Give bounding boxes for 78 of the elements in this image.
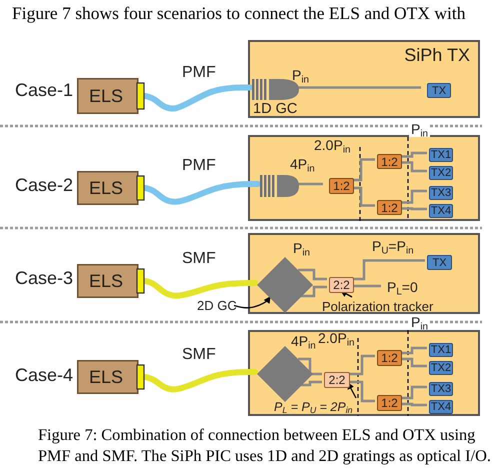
transmitter-box: TX	[427, 83, 451, 98]
waveguide	[400, 207, 427, 210]
waveguide	[298, 268, 327, 280]
power-label: 2.0P$_{in}$	[314, 138, 350, 154]
laser-label: ELS	[89, 86, 124, 106]
optical-fiber	[142, 181, 261, 205]
waveguide	[400, 190, 427, 204]
power-label: 2.0P$_{in}$	[318, 331, 354, 346]
chip-panel	[248, 330, 480, 416]
waveguide	[297, 182, 323, 186]
leader-arrow	[234, 296, 271, 308]
power-label: P$_{in}$	[409, 315, 430, 330]
annotation-text: P$_{L}$=0	[387, 279, 423, 295]
transmitter-box: TX2	[429, 361, 453, 375]
power-label: 4P$_{in}$	[291, 334, 316, 350]
optical-fiber	[142, 369, 258, 392]
waveguide	[400, 161, 427, 172]
case-label: Case-1	[15, 81, 74, 101]
transmitter-box: TX4	[429, 400, 453, 414]
waveguide	[400, 152, 427, 158]
waveguide	[297, 86, 421, 89]
waveguide	[352, 259, 425, 280]
power-label: 4P$_{in}$	[290, 157, 315, 172]
transmitter-box: TX1	[429, 148, 453, 162]
coupler-box: 2:2	[324, 372, 350, 388]
waveguide	[352, 158, 375, 182]
leader-arrow	[347, 382, 357, 398]
laser-source-box	[77, 171, 145, 205]
splitter-box: 1:2	[377, 200, 402, 215]
power-label: P$_{in}$	[409, 122, 430, 138]
grating-coupler	[260, 174, 299, 198]
power-label: P$_{U}$=P$_{in}$	[372, 239, 414, 254]
chip-panel	[248, 135, 480, 221]
chip-title: SiPh TX	[404, 45, 470, 66]
waveguide	[348, 354, 375, 376]
case-label: Case-2	[15, 176, 74, 196]
laser-source-box	[77, 78, 145, 114]
transmitter-box: TX1	[429, 343, 453, 357]
grating-coupler	[252, 78, 299, 101]
waveguide	[348, 380, 375, 402]
transmitter-box: TX3	[429, 186, 453, 200]
waveguide	[400, 402, 427, 406]
laser-source-box	[77, 360, 145, 394]
splitter-box: 1:2	[377, 395, 402, 411]
case-label: Case-3	[15, 269, 74, 289]
transmitter-box: TX4	[429, 204, 453, 218]
transmitter-box: TX3	[429, 382, 453, 396]
figure-caption: Figure 7: Combination of connection between ELS and OTX using PMF and SMF. The SiPh PIC uses 1D and 2D gratings as optical I/O.	[38, 424, 492, 466]
transmitter-box: TX2	[429, 166, 453, 180]
waveguide	[352, 284, 381, 288]
grating-coupler	[257, 257, 313, 313]
coupler-box: 2:2	[329, 277, 354, 293]
case-label: Case-4	[15, 366, 74, 386]
laser-label: ELS	[89, 270, 124, 292]
laser-source-box	[77, 264, 145, 298]
leader-arrow	[340, 290, 352, 298]
annotation-text: Polarization tracker	[322, 299, 440, 313]
laser-label: ELS	[89, 366, 124, 388]
chip-panel	[248, 40, 480, 118]
waveguide	[298, 358, 322, 376]
power-label: P$_{in}$	[292, 68, 309, 84]
optical-fiber	[142, 278, 258, 299]
splitter-box: 1:2	[377, 154, 402, 169]
component-label: 1D GC	[253, 102, 298, 118]
transmitter-box: TX	[427, 255, 452, 270]
optical-fiber	[142, 84, 253, 112]
waveguide	[400, 386, 427, 400]
annotation-text: 2D GC	[197, 298, 234, 313]
power-label: P$_{in}$	[293, 241, 310, 256]
waveguide	[400, 358, 427, 368]
chip-panel	[248, 233, 480, 314]
splitter-box: 1:2	[329, 178, 354, 194]
laser-label: ELS	[89, 178, 124, 198]
annotation-text: P$_{L}$ = P$_{U}$ = 2P$_{in}$	[274, 400, 370, 413]
waveguide	[352, 186, 375, 207]
splitter-box: 1:2	[377, 350, 402, 366]
intro-text: Figure 7 shows four scenarios to connect the ELS and OTX with	[12, 4, 466, 24]
waveguide	[400, 346, 427, 354]
